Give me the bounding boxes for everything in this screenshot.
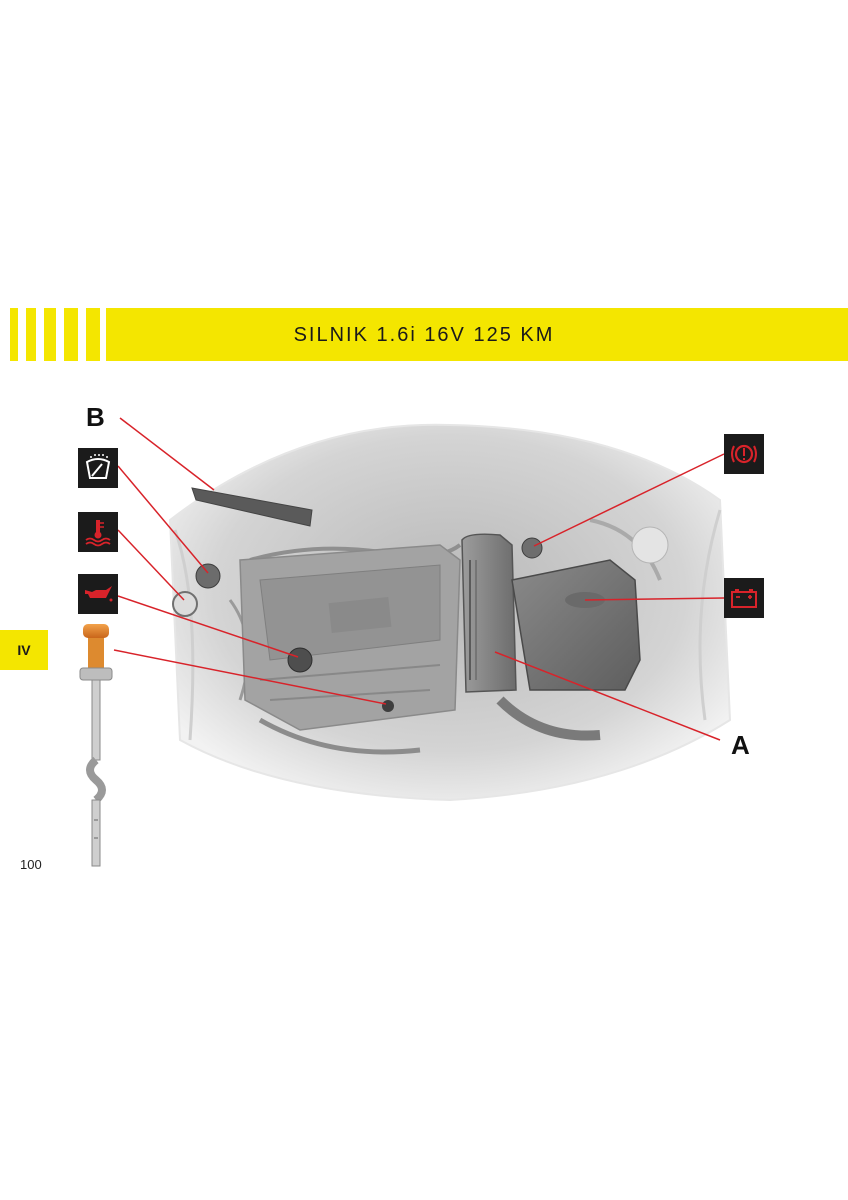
dipstick-illustration [79,624,113,867]
brake-fluid-icon [724,434,764,474]
chapter-tab-label: IV [17,642,31,658]
battery-icon [724,578,764,618]
dipstick-handle [382,700,394,712]
chapter-tab: IV [0,630,48,670]
coolant-temperature-icon [78,512,118,552]
header-stripe [26,308,36,361]
brake-fluid-cap [521,537,543,559]
coolant-reservoir-cap [172,591,198,617]
header-stripe [86,308,100,361]
header-bar [106,308,848,361]
leader-lines [113,417,725,741]
header-stripe [10,308,18,361]
callout-a: A [731,730,750,760]
section-header: SILNIK 1.6i 16V 125 KM [0,308,848,361]
scuttle-cover [191,487,313,527]
header-stripe [64,308,78,361]
oil-filler-cap [287,647,313,673]
oil-pressure-icon [78,574,118,614]
washer-reservoir-cap [195,563,221,589]
header-stripe [44,308,56,361]
windscreen-washer-icon [78,448,118,488]
battery-cover [511,559,641,691]
callout-b: B [86,402,105,432]
page-number: 100 [20,857,42,872]
page-title: SILNIK 1.6i 16V 125 KM [293,324,555,346]
